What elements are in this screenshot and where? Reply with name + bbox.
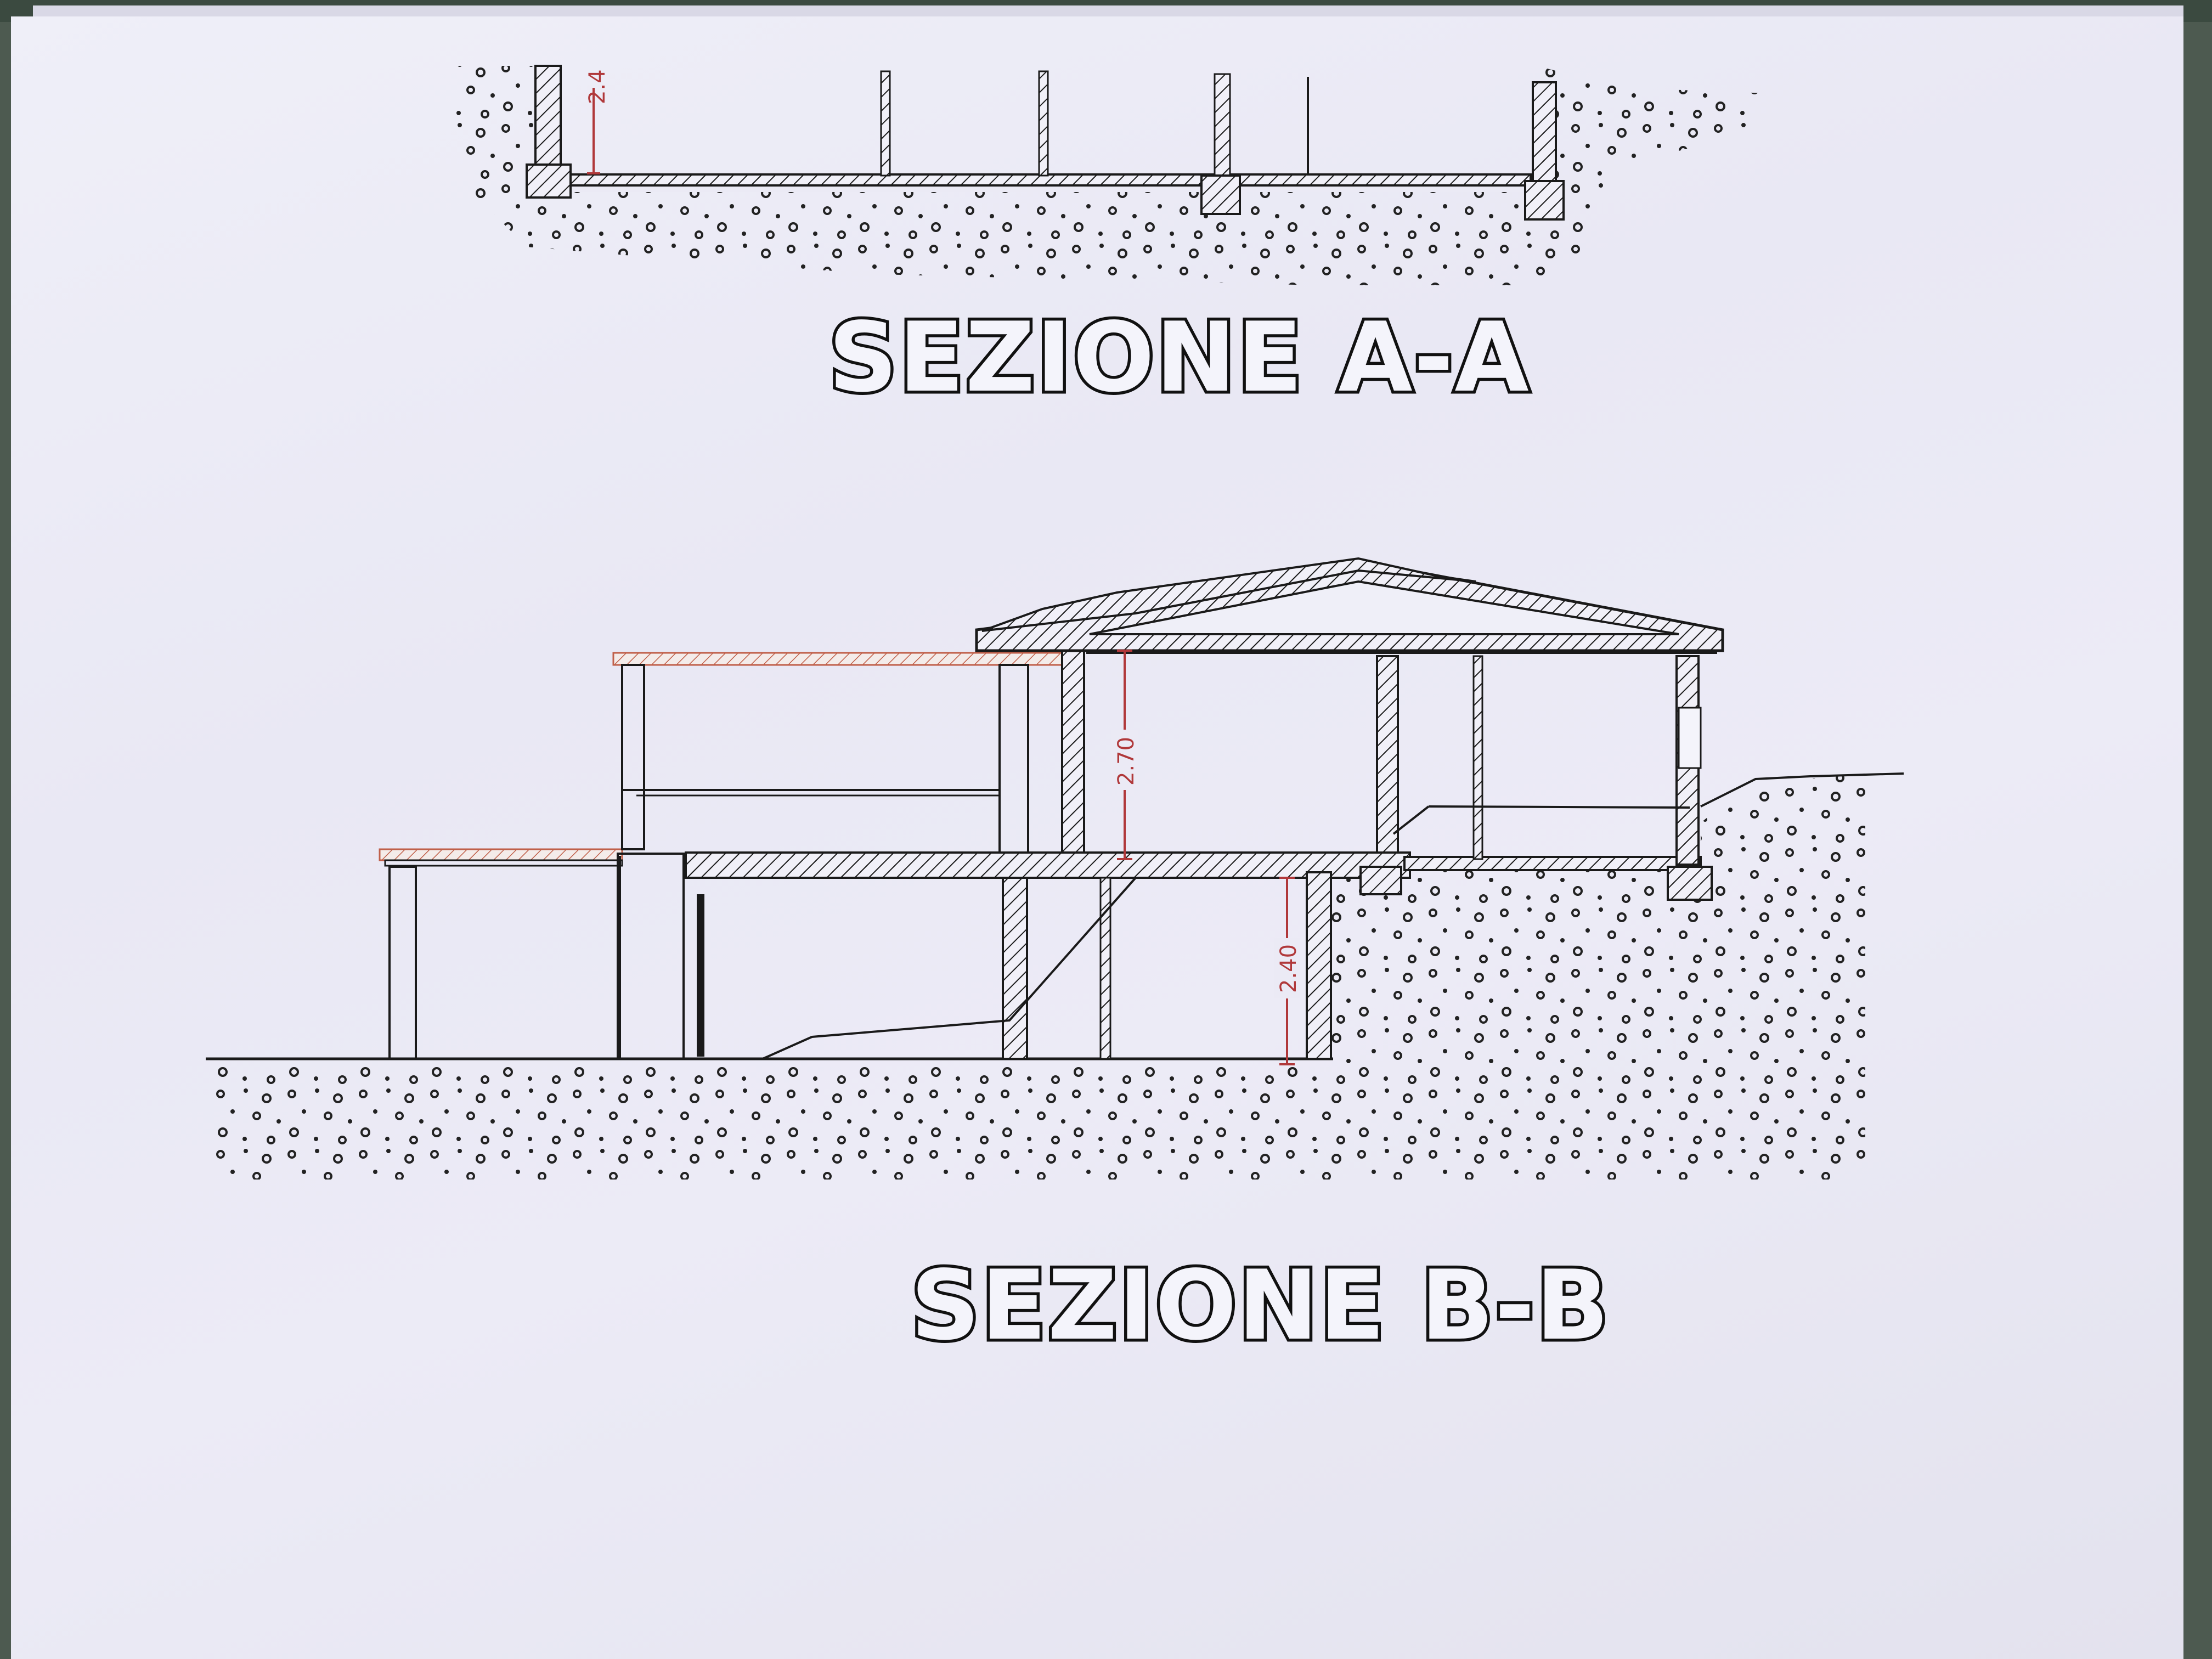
section-a-right-wall (1532, 81, 1557, 188)
upper-height-label: 2.70 (1114, 737, 1139, 786)
upper-floor-wall (1061, 650, 1085, 854)
lower-height-label: 2.40 (1276, 944, 1301, 993)
first-floor-slab (685, 851, 1411, 879)
section-b-slope-line (1700, 772, 1904, 808)
section-a-dimension-label: 2.4 (585, 69, 610, 104)
section-b-ground (214, 774, 1865, 1180)
section-a-partition (880, 70, 891, 177)
lower-window (697, 894, 704, 1057)
footing (1667, 866, 1713, 901)
upper-block-wall (621, 664, 645, 850)
section-b-drawing: 2.70 2.40 (206, 557, 1904, 1180)
section-a-mid-footing (1200, 174, 1241, 215)
retaining-wall (1306, 871, 1332, 1060)
section-a-partition (1038, 70, 1049, 177)
upper-floor-column (1472, 655, 1483, 860)
section-a-ground (450, 66, 1767, 285)
section-b-title: SEZIONE B-B (911, 1250, 1610, 1362)
stair-line (762, 877, 1137, 1060)
ground-floor-column (1099, 877, 1111, 1060)
lower-wall (617, 853, 685, 1060)
section-a-partition (1214, 73, 1231, 179)
ground-floor-column (1002, 877, 1028, 1060)
lower-pergola-beam (379, 848, 623, 861)
section-a-title: SEZIONE A-A (828, 302, 1530, 414)
upper-pergola-beam (612, 652, 1070, 666)
section-a-left-footing (526, 163, 572, 199)
upper-floor-column (1376, 655, 1399, 854)
lower-pergola-post (388, 866, 417, 1060)
section-a-drawing: 2.4 (450, 65, 1767, 285)
section-a-right-footing (1524, 180, 1565, 221)
section-a-left-wall (534, 65, 562, 166)
footing (1359, 866, 1402, 895)
